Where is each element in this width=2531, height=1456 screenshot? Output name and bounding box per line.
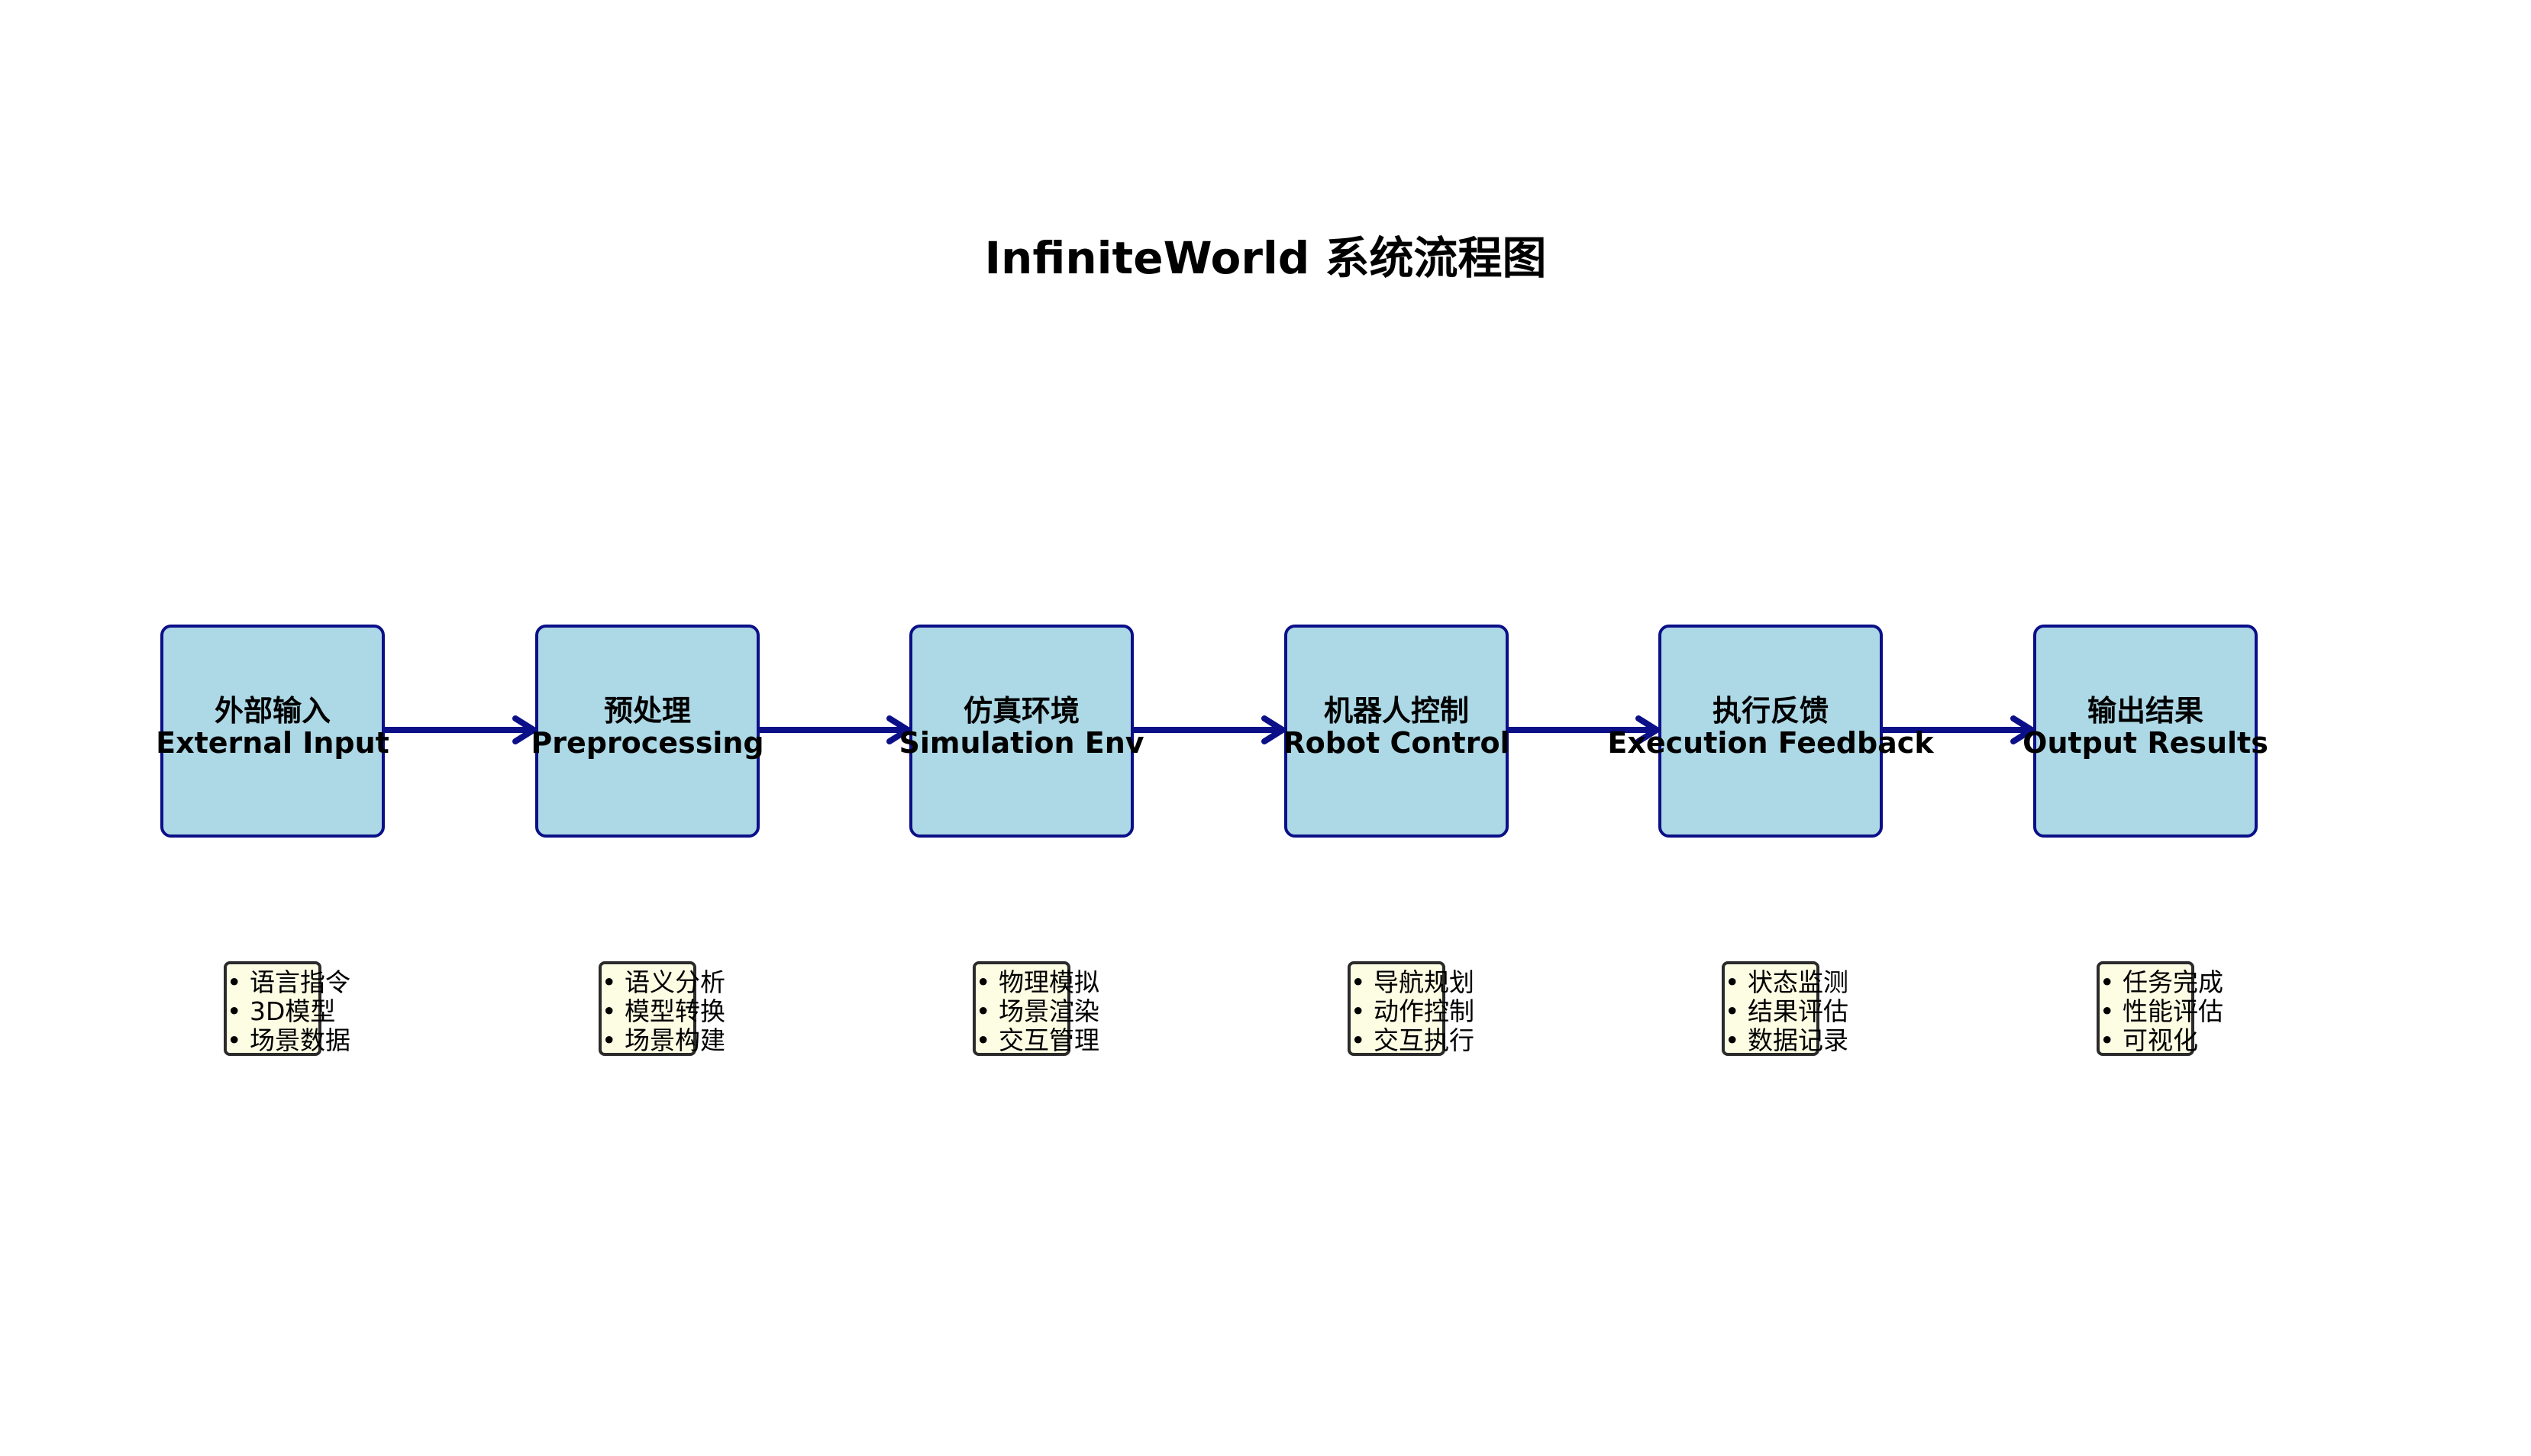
arrow-head	[512, 715, 537, 744]
stage-title-cn: 仿真环境	[963, 694, 1080, 728]
stage-note-simulation-env: • 物理模拟 • 场景渲染 • 交互管理	[973, 961, 1099, 1056]
stage-title-en: Simulation Env	[899, 726, 1144, 760]
note-line: • 性能评估	[2100, 996, 2223, 1026]
note-line: • 场景数据	[227, 1025, 350, 1055]
note-line: • 结果评估	[1725, 996, 1848, 1026]
stage-title-en: External Input	[156, 726, 389, 760]
note-line: • 语言指令	[227, 967, 350, 997]
stage-box-external-input	[160, 625, 385, 838]
note-line: • 交互管理	[976, 1025, 1099, 1055]
stage-label-output-results: 输出结果 Output Results	[1932, 695, 2359, 759]
arrow-head	[1261, 715, 1286, 744]
flow-arrow	[377, 715, 537, 744]
stage-note-external-input: • 语言指令 • 3D模型 • 场景数据	[224, 961, 350, 1056]
stage-title-cn: 机器人控制	[1323, 694, 1469, 728]
note-line: • 语义分析	[602, 967, 725, 997]
stage-title-cn: 外部输入	[214, 694, 331, 728]
stage-note-output-results: • 任务完成 • 性能评估 • 可视化	[2097, 961, 2223, 1056]
stage-label-simulation-env: 仿真环境 Simulation Env	[808, 695, 1235, 759]
note-line: • 物理模拟	[976, 967, 1099, 997]
flow-arrow	[1501, 715, 1660, 744]
arrow-head	[886, 715, 911, 744]
stage-title-cn: 预处理	[603, 694, 691, 728]
note-line: • 交互执行	[1351, 1025, 1474, 1055]
stage-label-execution-feedback: 执行反馈 Execution Feedback	[1557, 695, 1984, 759]
note-line: • 动作控制	[1351, 996, 1474, 1026]
note-line: • 场景构建	[602, 1025, 725, 1055]
note-line: • 场景渲染	[976, 996, 1099, 1026]
stage-box-output-results	[2033, 625, 2258, 838]
note-line: • 可视化	[2100, 1025, 2198, 1055]
note-line: • 数据记录	[1725, 1025, 1848, 1055]
stage-box-robot-control	[1284, 625, 1509, 838]
note-line: • 模型转换	[602, 996, 725, 1026]
stage-title-en: Robot Control	[1283, 726, 1510, 760]
stage-box-preprocessing	[535, 625, 760, 838]
diagram-title: InfiniteWorld 系统流程图	[984, 232, 1547, 284]
stage-title-cn: 输出结果	[2087, 694, 2203, 728]
stage-note-preprocessing: • 语义分析 • 模型转换 • 场景构建	[599, 961, 725, 1056]
stage-box-execution-feedback	[1658, 625, 1883, 838]
stage-label-preprocessing: 预处理 Preprocessing	[434, 695, 861, 759]
stage-title-en: Execution Feedback	[1607, 726, 1934, 760]
note-line: • 状态监测	[1725, 967, 1848, 997]
stage-note-robot-control: • 导航规划 • 动作控制 • 交互执行	[1348, 961, 1474, 1056]
flow-arrow	[1126, 715, 1286, 744]
note-line: • 导航规划	[1351, 967, 1474, 997]
note-line: • 任务完成	[2100, 967, 2223, 997]
flow-arrow	[1875, 715, 2035, 744]
stage-title-en: Output Results	[2023, 726, 2268, 760]
stage-label-robot-control: 机器人控制 Robot Control	[1183, 695, 1610, 759]
stage-title-cn: 执行反馈	[1712, 694, 1829, 728]
stage-label-external-input: 外部输入 External Input	[59, 695, 486, 759]
stage-box-simulation-env	[909, 625, 1134, 838]
stage-note-execution-feedback: • 状态监测 • 结果评估 • 数据记录	[1722, 961, 1848, 1056]
note-line: • 3D模型	[227, 996, 336, 1026]
arrow-head	[1635, 715, 1660, 744]
flow-arrow	[752, 715, 911, 744]
stage-title-en: Preprocessing	[531, 726, 764, 760]
arrow-head	[2010, 715, 2035, 744]
